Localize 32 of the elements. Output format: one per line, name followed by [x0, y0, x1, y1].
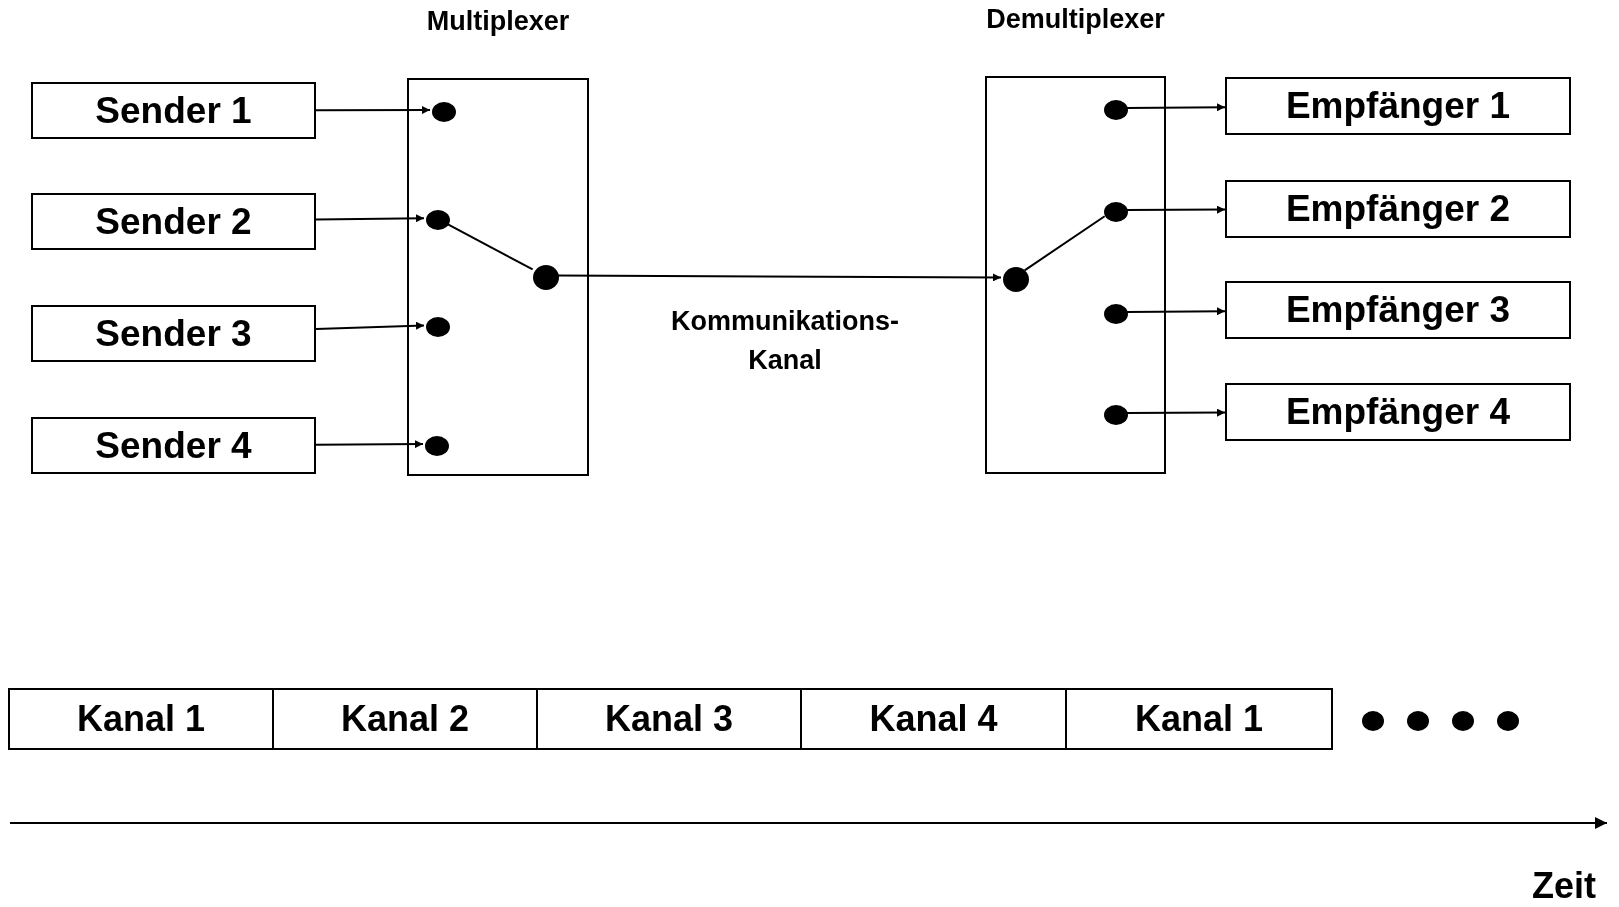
switch-contact-dot	[426, 210, 450, 230]
station-box: Empfänger 1	[1225, 77, 1571, 135]
switch-line	[1023, 215, 1106, 272]
switch-contact-dot	[1104, 304, 1128, 324]
station-box: Sender 2	[31, 193, 316, 250]
time-slot-box: Kanal 1	[1065, 688, 1333, 750]
switch-contact-dot	[432, 102, 456, 122]
box-heading: Demultiplexer	[986, 4, 1165, 35]
time-slot-box: Kanal 2	[272, 688, 538, 750]
time-slot-box: Kanal 1	[8, 688, 274, 750]
station-box: Sender 1	[31, 82, 316, 139]
time-slot-box: Kanal 3	[536, 688, 802, 750]
station-box: Empfänger 2	[1225, 180, 1571, 238]
arrow	[315, 214, 425, 223]
arrow	[315, 106, 431, 115]
channel-label: Kommunikations- Kanal	[670, 305, 900, 378]
station-box: Sender 4	[31, 417, 316, 474]
box-heading: Multiplexer	[426, 6, 570, 37]
arrow	[315, 321, 425, 330]
switch-contact-dot	[425, 436, 449, 456]
station-box: Empfänger 4	[1225, 383, 1571, 441]
time-slot-box: Kanal 4	[800, 688, 1067, 750]
station-box: Sender 3	[31, 305, 316, 362]
switch-contact-dot	[1104, 100, 1128, 120]
switch-contact-dot	[426, 317, 450, 337]
switch-contact-dot	[1104, 405, 1128, 425]
arrow	[315, 440, 424, 449]
station-box: Empfänger 3	[1225, 281, 1571, 339]
switch-contact-dot	[1003, 267, 1029, 292]
switch-contact-dot	[1104, 202, 1128, 222]
axis-label: Zeit	[1532, 864, 1596, 907]
switch-contact-dot	[533, 265, 559, 290]
